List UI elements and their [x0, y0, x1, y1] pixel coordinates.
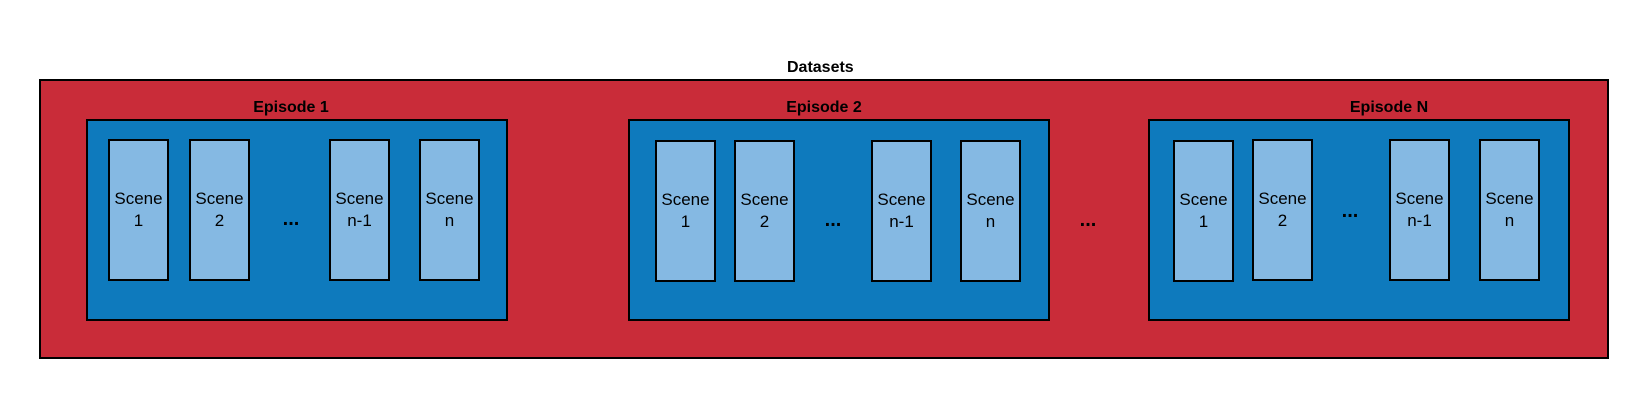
episode-1-title: Episode 1 — [253, 99, 329, 116]
datasets-title: Datasets — [787, 59, 854, 76]
between-episodes-ellipsis: ... — [1079, 209, 1097, 231]
episode-n-scene-n: Scene n — [1479, 139, 1540, 281]
scene-word: Scene — [335, 189, 384, 208]
scene-word: Scene — [877, 190, 926, 209]
episode-2-ellipsis: ... — [824, 209, 842, 231]
scene-word: Scene — [114, 189, 163, 208]
episode-n-scene-n-1: Scene n-1 — [1389, 139, 1450, 281]
scene-word: Scene — [425, 189, 474, 208]
episode-1-scene-2: Scene 2 — [189, 139, 250, 281]
scene-word: Scene — [1485, 189, 1534, 208]
episode-1-scene-1: Scene 1 — [108, 139, 169, 281]
episode-2-title: Episode 2 — [786, 99, 862, 116]
scene-index: n — [1504, 211, 1515, 230]
scene-word: Scene — [195, 189, 244, 208]
scene-index: 1 — [680, 212, 691, 231]
scene-word: Scene — [1395, 189, 1444, 208]
scene-word: Scene — [1179, 190, 1228, 209]
scene-index: n-1 — [1407, 211, 1432, 230]
episode-n-scene-2: Scene 2 — [1252, 139, 1313, 281]
scene-index: 1 — [133, 211, 144, 230]
scene-word: Scene — [740, 190, 789, 209]
episode-2-scene-n: Scene n — [960, 140, 1021, 282]
scene-index: 2 — [214, 211, 225, 230]
episode-1-scene-n-1: Scene n-1 — [329, 139, 390, 281]
scene-index: 2 — [759, 212, 770, 231]
episode-1-scene-n: Scene n — [419, 139, 480, 281]
scene-index: n — [985, 212, 996, 231]
episode-1-ellipsis: ... — [282, 208, 300, 230]
scene-index: n-1 — [347, 211, 372, 230]
episode-2-scene-2: Scene 2 — [734, 140, 795, 282]
scene-word: Scene — [966, 190, 1015, 209]
scene-word: Scene — [1258, 189, 1307, 208]
scene-index: n-1 — [889, 212, 914, 231]
scene-index: 1 — [1198, 212, 1209, 231]
scene-word: Scene — [661, 190, 710, 209]
scene-index: n — [444, 211, 455, 230]
scene-index: 2 — [1277, 211, 1288, 230]
episode-2-scene-n-1: Scene n-1 — [871, 140, 932, 282]
episode-n-ellipsis: ... — [1341, 200, 1359, 222]
episode-2-scene-1: Scene 1 — [655, 140, 716, 282]
episode-n-title: Episode N — [1349, 99, 1429, 116]
episode-n-scene-1: Scene 1 — [1173, 140, 1234, 282]
